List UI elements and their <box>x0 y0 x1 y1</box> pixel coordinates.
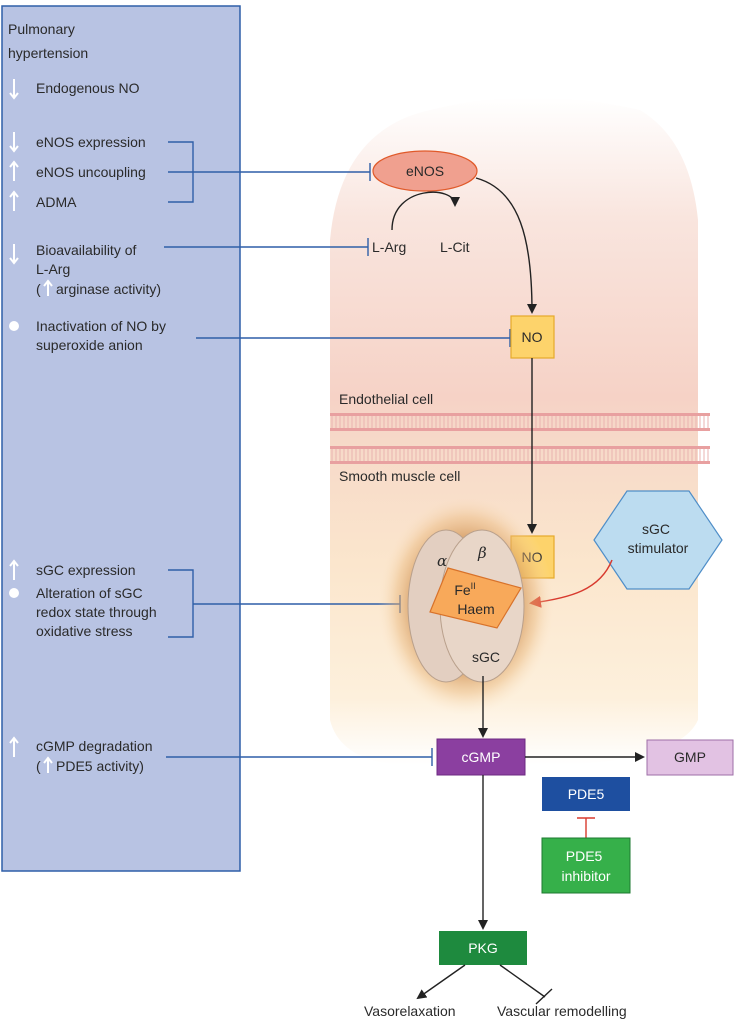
item-bioavailability-line3: arginase activity) <box>56 281 161 297</box>
sgc-bracket <box>168 569 400 638</box>
item-pde5-activity-paren: ( <box>36 758 41 774</box>
pde5-inhibitor-node <box>541 837 631 894</box>
cgmp-node <box>436 738 526 776</box>
fe-text: Fe <box>454 582 471 598</box>
item-redox-line3: oxidative stress <box>36 623 132 639</box>
stimulator-line1: sGC <box>642 521 670 537</box>
fe-label: FeII <box>454 581 475 598</box>
item-cgmp-degradation: cGMP degradation <box>36 738 152 754</box>
pkg-to-vasorelaxation-arrow <box>416 964 466 1000</box>
inhibition-connectors <box>164 141 511 766</box>
item-enos-uncoupling: eNOS uncoupling <box>36 164 146 180</box>
down-arrow-icon <box>9 79 19 100</box>
up-arrow-icon <box>9 190 19 211</box>
enos-label: eNOS <box>406 163 444 179</box>
pkg-node <box>439 931 527 965</box>
item-endogenous-no: Endogenous NO <box>36 80 140 96</box>
no-top-label: NO <box>522 329 543 345</box>
item-redox: Alteration of sGC redox state through ox… <box>36 585 161 639</box>
item-bioavailability: Bioavailability of L-Arg <box>36 242 140 277</box>
up-arrow-icon <box>9 160 19 181</box>
down-arrow-icon <box>9 132 19 153</box>
conversion-arc <box>391 191 460 231</box>
item-bioavailability-line2: L-Arg <box>36 261 70 277</box>
endothelial-cell-label: Endothelial cell <box>339 391 433 407</box>
up-arrow-icon <box>9 559 19 580</box>
beta-label: β <box>477 544 487 562</box>
item-bioavailability-paren: ( <box>36 281 41 297</box>
up-arrow-icon <box>43 756 53 773</box>
enos-to-no-arrow <box>475 177 537 314</box>
item-adma: ADMA <box>36 194 77 210</box>
fe-superscript: II <box>471 581 476 591</box>
item-pde5-activity: PDE5 activity) <box>56 758 144 774</box>
pde5-node <box>542 777 630 811</box>
pde5-label: PDE5 <box>568 786 605 802</box>
remodelling-inhibit-bar <box>535 988 553 1005</box>
item-redox-line2: redox state through <box>36 604 157 620</box>
bullet-icon <box>9 588 19 598</box>
pde5-inhibitor-line2: inhibitor <box>561 868 610 884</box>
item-inactivation: Inactivation of NO by superoxide anion <box>36 318 170 353</box>
no-top-node <box>510 315 555 359</box>
larg-label: L-Arg <box>372 239 406 255</box>
item-sgc-expression: sGC expression <box>36 562 136 578</box>
haem-label: Haem <box>457 601 494 617</box>
pde5-inhibitor-line1: PDE5 <box>566 848 603 864</box>
pkg-label: PKG <box>468 940 498 956</box>
haem-node <box>429 567 522 629</box>
panel-title-line1: Pulmonary <box>8 21 75 37</box>
bullet-icon <box>9 321 19 331</box>
panel-title: Pulmonary hypertension <box>8 21 88 61</box>
cgmp-label: cGMP <box>462 749 501 765</box>
sgc-label: sGC <box>472 649 500 665</box>
gmp-node <box>646 739 734 776</box>
enos-bracket <box>168 141 370 203</box>
sgc-stimulator-node <box>593 490 723 590</box>
enos-node <box>372 150 478 192</box>
panel-title-line2: hypertension <box>8 45 88 61</box>
item-inactivation-line2: superoxide anion <box>36 337 143 353</box>
gmp-label: GMP <box>674 749 706 765</box>
vascular-remodelling-label: Vascular remodelling <box>497 1003 627 1019</box>
item-redox-line1: Alteration of sGC <box>36 585 143 601</box>
item-inactivation-line1: Inactivation of NO by <box>36 318 166 334</box>
cell-membrane <box>330 413 710 464</box>
alpha-label: α <box>437 552 447 570</box>
stimulator-line2: stimulator <box>628 540 689 556</box>
vasorelaxation-label: Vasorelaxation <box>364 1003 456 1019</box>
smooth-muscle-cell-label: Smooth muscle cell <box>339 468 460 484</box>
up-arrow-icon <box>43 279 53 296</box>
lcit-label: L-Cit <box>440 239 470 255</box>
item-bioavailability-line1: Bioavailability of <box>36 242 136 258</box>
pde5-inhibitor-label: PDE5 inhibitor <box>561 848 610 884</box>
down-arrow-icon <box>9 244 19 265</box>
stimulator-label: sGC stimulator <box>628 521 689 556</box>
pkg-to-remodelling-inhibit <box>499 964 546 998</box>
item-enos-expression: eNOS expression <box>36 134 146 150</box>
up-arrow-icon <box>9 736 19 757</box>
pulmonary-hypertension-panel <box>1 5 241 872</box>
